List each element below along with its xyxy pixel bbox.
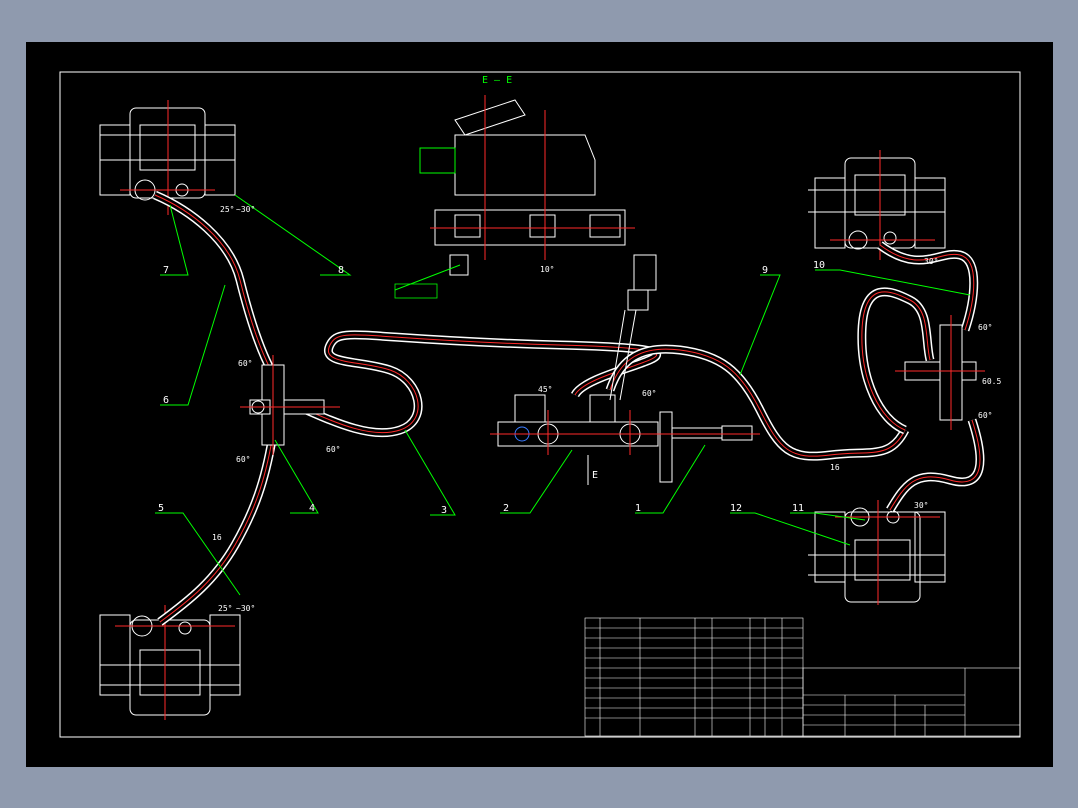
angle-right-mid-b: 60.5: [982, 377, 1001, 386]
view-label: E: [592, 470, 598, 481]
angle-front-left-bottom-b: ~30°: [236, 604, 255, 613]
title-block: [802, 667, 1021, 737]
angle-right-top-a: 30°: [924, 257, 938, 266]
callout-6: 6: [163, 395, 169, 406]
parts-list-table: [584, 617, 804, 737]
section-annotation-leader: [394, 264, 461, 291]
tee-fitting-right: [895, 315, 985, 430]
callout-10: 10: [813, 260, 825, 271]
callout-3: 3: [441, 505, 447, 516]
brake-lines: [153, 190, 985, 626]
angle-tee-left-bottom: 60°: [236, 455, 250, 464]
angle-master-b: 60°: [642, 389, 656, 398]
callout-8: 8: [338, 265, 344, 276]
angle-front-left-bottom-a: 25°: [218, 604, 232, 613]
callout-4: 4: [309, 503, 315, 514]
angle-right-mid-c: 60°: [978, 411, 992, 420]
hose-mark-a: 16: [830, 463, 840, 472]
callout-leaders: [155, 194, 971, 596]
master-cylinder: [490, 394, 760, 485]
angle-master-section: 10°: [540, 265, 554, 274]
callout-12: 12: [730, 503, 742, 514]
angle-front-left-top: 25°: [220, 205, 234, 214]
callout-9: 9: [762, 265, 768, 276]
angle-right-mid-a: 60°: [978, 323, 992, 332]
sensor-connector: [609, 254, 657, 401]
hose-mark-b: 16: [212, 533, 222, 542]
tee-fitting-left: [240, 355, 340, 455]
angle-master-a: 45°: [538, 385, 552, 394]
section-ee-assembly: [419, 95, 635, 276]
callout-11: 11: [792, 503, 804, 514]
callout-1: 1: [635, 503, 641, 514]
drawing-border: [59, 71, 1021, 738]
caliper-front-left-bottom: [99, 605, 241, 720]
section-annotation-block: [394, 283, 438, 299]
caliper-rear-right-bottom: [808, 500, 946, 605]
angle-right-bottom: 30°: [914, 501, 928, 510]
callout-5: 5: [158, 503, 164, 514]
angle-front-left-range: ~30°: [236, 205, 255, 214]
callout-7: 7: [163, 265, 169, 276]
angle-tee-left-top: 60°: [238, 359, 252, 368]
callout-2: 2: [503, 503, 509, 514]
angle-tee-mid: 60°: [326, 445, 340, 454]
section-label: E — E: [482, 75, 512, 86]
